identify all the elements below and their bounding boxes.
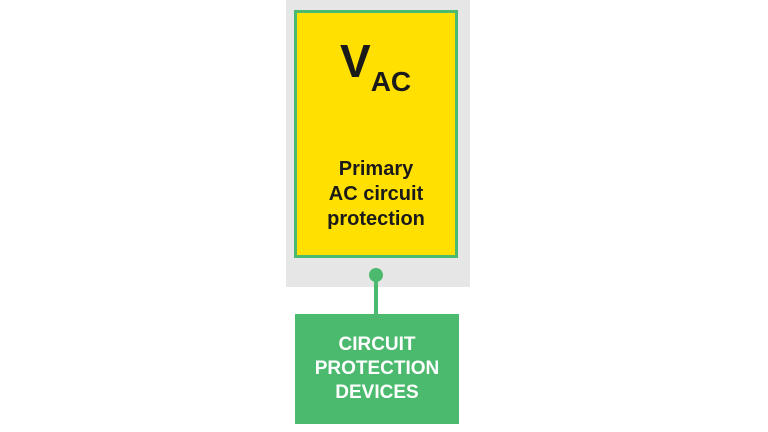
circuit-protection-devices-label: CIRCUIT PROTECTION DEVICES [295, 333, 459, 405]
vac-label: VAC [340, 35, 411, 96]
connector-line [374, 276, 378, 316]
primary-label-line-3: protection [327, 208, 425, 230]
primary-protection-label: Primary AC circuit protection [296, 157, 456, 232]
circuit-protection-devices-box [295, 314, 459, 424]
connector-node-dot [369, 268, 383, 282]
primary-label-line-2: AC circuit [328, 183, 424, 205]
primary-protection-box [294, 10, 458, 258]
device-label-line-2: PROTECTION [314, 358, 440, 379]
device-label-line-3: DEVICES [335, 382, 419, 403]
vac-subscript: AC [370, 66, 412, 97]
vac-symbol: V [340, 35, 371, 87]
device-label-line-1: CIRCUIT [338, 334, 416, 355]
primary-label-line-1: Primary [338, 158, 414, 180]
